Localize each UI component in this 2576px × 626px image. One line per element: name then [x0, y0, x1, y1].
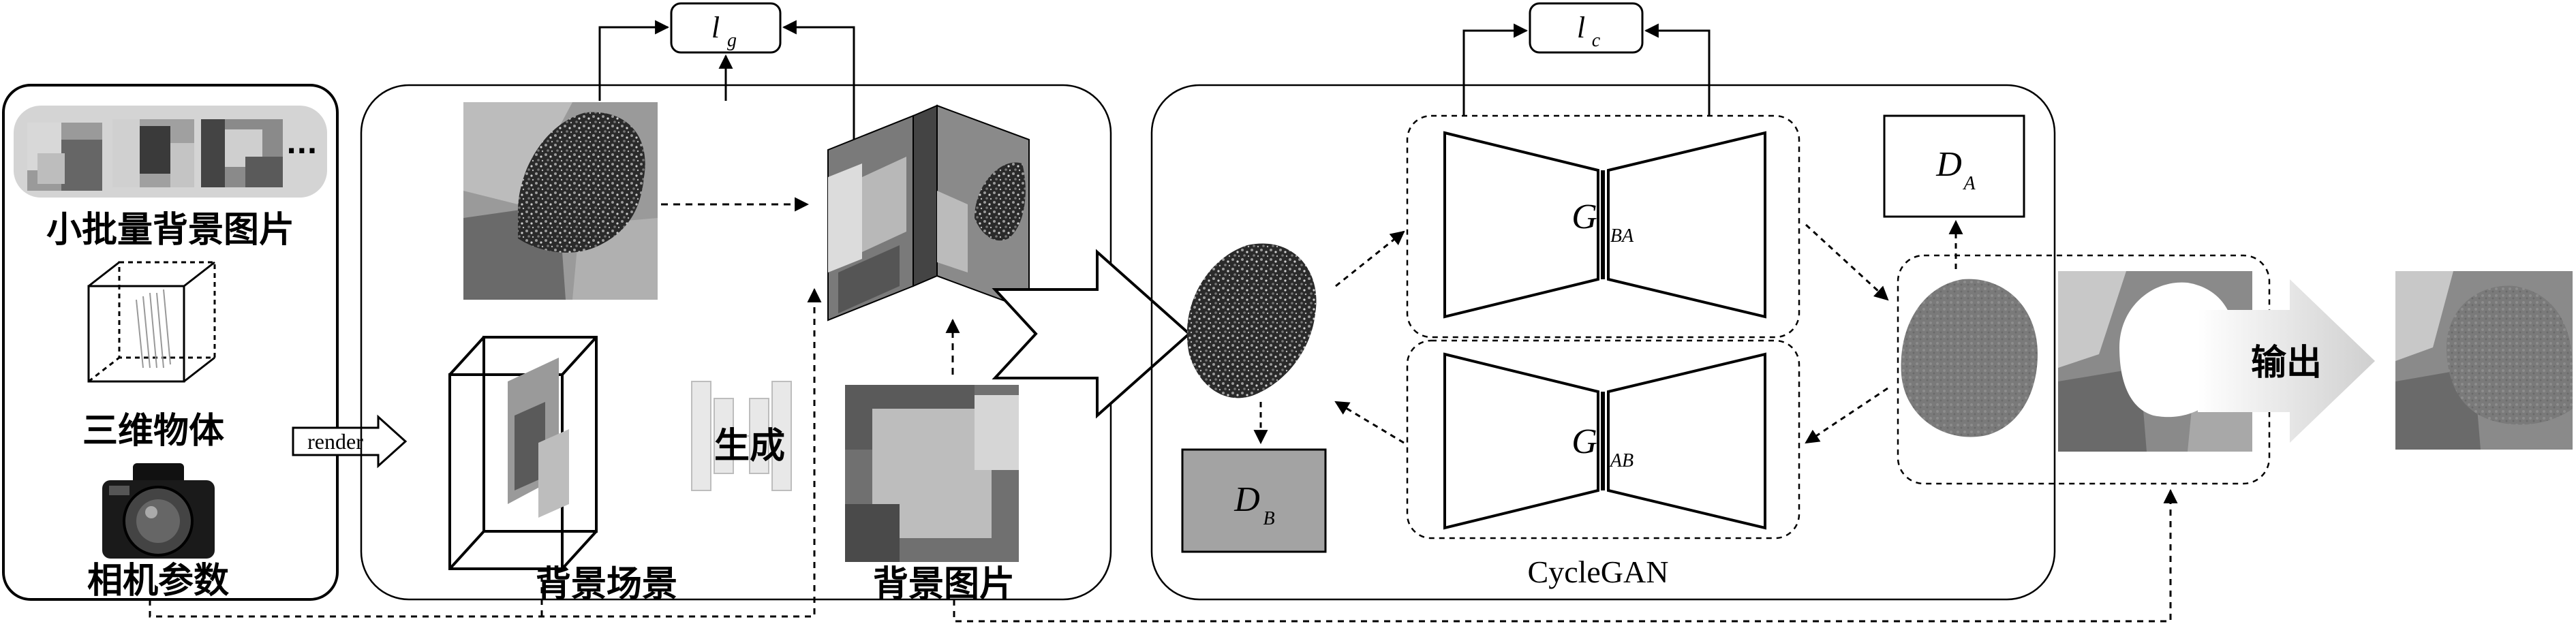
label-bg-image: 背景图片 [873, 564, 1015, 605]
cyclegan-panel: l c D B G BA G AB [1150, 2, 2056, 601]
label-backgrounds: 小批量背景图片 [46, 210, 294, 251]
output-arrow: 输出 [2198, 279, 2375, 443]
generator-icon [691, 381, 792, 491]
composite-layers-image [827, 104, 1030, 322]
loss-lc-sub: c [1592, 30, 1601, 51]
flow-arrow-to-cyclegan [992, 249, 1192, 419]
gab-sub: AB [1609, 450, 1634, 471]
loss-lc-box: l c [1529, 2, 1644, 54]
loss-lg-box: l g [670, 2, 782, 54]
loss-lg-sub: g [727, 30, 737, 51]
bgimage-to-output-connector [953, 488, 2178, 623]
arrow-stylized-to-gab [1805, 387, 1888, 444]
label-scene: 背景场景 [536, 564, 677, 605]
generator-gba: G BA [1406, 114, 1800, 339]
scene-panel: l g [360, 2, 1112, 605]
arrow-gab-to-object [1334, 401, 1405, 444]
db-base: D [1233, 480, 1260, 519]
background-image [845, 385, 1019, 562]
generator-gab: G AB [1406, 339, 1800, 539]
label-generate: 生成 [714, 426, 785, 467]
gba-base: G [1571, 198, 1597, 236]
stylized-output-group [1897, 254, 2271, 485]
arrow-composite-to-lg [782, 20, 855, 140]
arrow-render-to-lg [598, 20, 670, 101]
camera-feedback-connector [149, 287, 822, 618]
bg-thumbnail-2 [112, 119, 194, 187]
rendered-object-image [463, 102, 658, 300]
arrow-gba-to-lc [1462, 23, 1529, 116]
render-label: render [307, 429, 363, 454]
input-object-image [1186, 243, 1317, 398]
render-arrow: render [292, 414, 408, 469]
loss-lg-base: l [711, 11, 720, 44]
bg-thumbnail-3 [201, 119, 283, 187]
label-camera: 相机参数 [87, 561, 229, 601]
discriminator-da: D A [1883, 114, 2025, 218]
label-object: 三维物体 [82, 411, 224, 452]
camera-icon [102, 463, 215, 559]
gab-base: G [1571, 422, 1597, 461]
background-thumbnails: ··· [14, 106, 327, 198]
output-label: 输出 [2251, 343, 2322, 384]
da-base: D [1935, 145, 1962, 184]
final-output-image [2395, 271, 2573, 450]
arrow-gab-to-lc [1644, 23, 1711, 116]
left-panel: ··· 小批量背景图片 三维物体 相机参数 [2, 84, 339, 601]
thumbnail-ellipsis: ··· [286, 136, 318, 167]
arrow-object-to-gba [1335, 230, 1405, 287]
arrow-gba-to-stylized [1805, 223, 1889, 301]
db-sub: B [1263, 508, 1274, 529]
da-sub: A [1962, 173, 1976, 194]
discriminator-db: D B [1181, 448, 1327, 553]
stylized-object-image [1901, 279, 2038, 437]
object-cube-icon [87, 261, 216, 383]
cyclegan-label: CycleGAN [1528, 554, 1669, 589]
bg-thumbnail-1 [27, 123, 102, 191]
left-panel-frame [2, 84, 339, 601]
background-scene-icon [448, 336, 598, 570]
cyclegan-panel-frame [1150, 84, 2056, 601]
gba-sub: BA [1610, 225, 1634, 247]
loss-lc-base: l [1577, 11, 1585, 44]
